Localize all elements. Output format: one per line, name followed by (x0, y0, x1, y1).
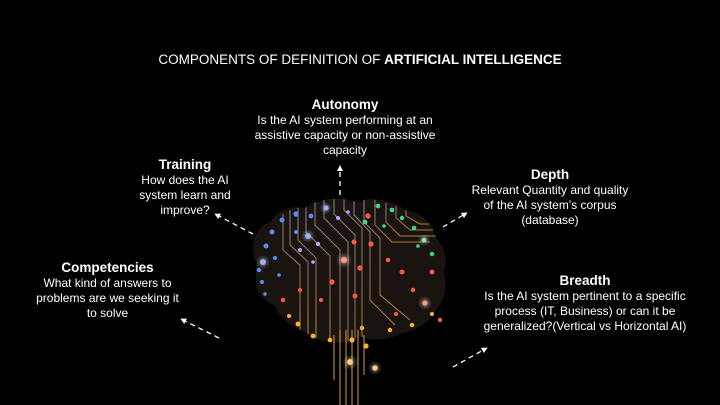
competencies-heading: Competencies (61, 260, 154, 275)
competencies-description: What kind of answers to problems are we … (36, 276, 179, 320)
slide-title: COMPONENTS OF DEFINITION OF ARTIFICIAL I… (0, 52, 720, 67)
training-heading: Training (158, 157, 212, 172)
breadth-description: Is the AI system pertinent to a specific… (483, 289, 687, 333)
autonomy-component: Autonomy Is the AI system performing at … (240, 96, 450, 158)
depth-heading: Depth (530, 167, 570, 182)
breadth-heading: Breadth (559, 273, 611, 288)
competencies-component: Competencies What kind of answers to pro… (25, 259, 190, 321)
autonomy-heading: Autonomy (311, 97, 379, 112)
breadth-component: Breadth Is the AI system pertinent to a … (460, 272, 710, 334)
depth-component: Depth Relevant Quantity and quality of t… (470, 166, 630, 228)
training-component: Training How does the AI system learn an… (115, 156, 255, 218)
competencies-arrow (180, 318, 220, 339)
breadth-arrow (452, 347, 488, 368)
depth-arrow (442, 212, 468, 228)
title-prefix: COMPONENTS OF DEFINITION OF (158, 52, 385, 67)
training-arrow (214, 213, 254, 235)
autonomy-description: Is the AI system performing at an assist… (254, 113, 436, 157)
title-emphasis: ARTIFICIAL INTELLIGENCE (384, 52, 562, 67)
depth-description: Relevant Quantity and quality of the AI … (471, 183, 629, 227)
brain-nodes (256, 202, 443, 375)
training-description: How does the AI system learn and improve… (139, 173, 231, 217)
brain-shape (252, 198, 446, 405)
